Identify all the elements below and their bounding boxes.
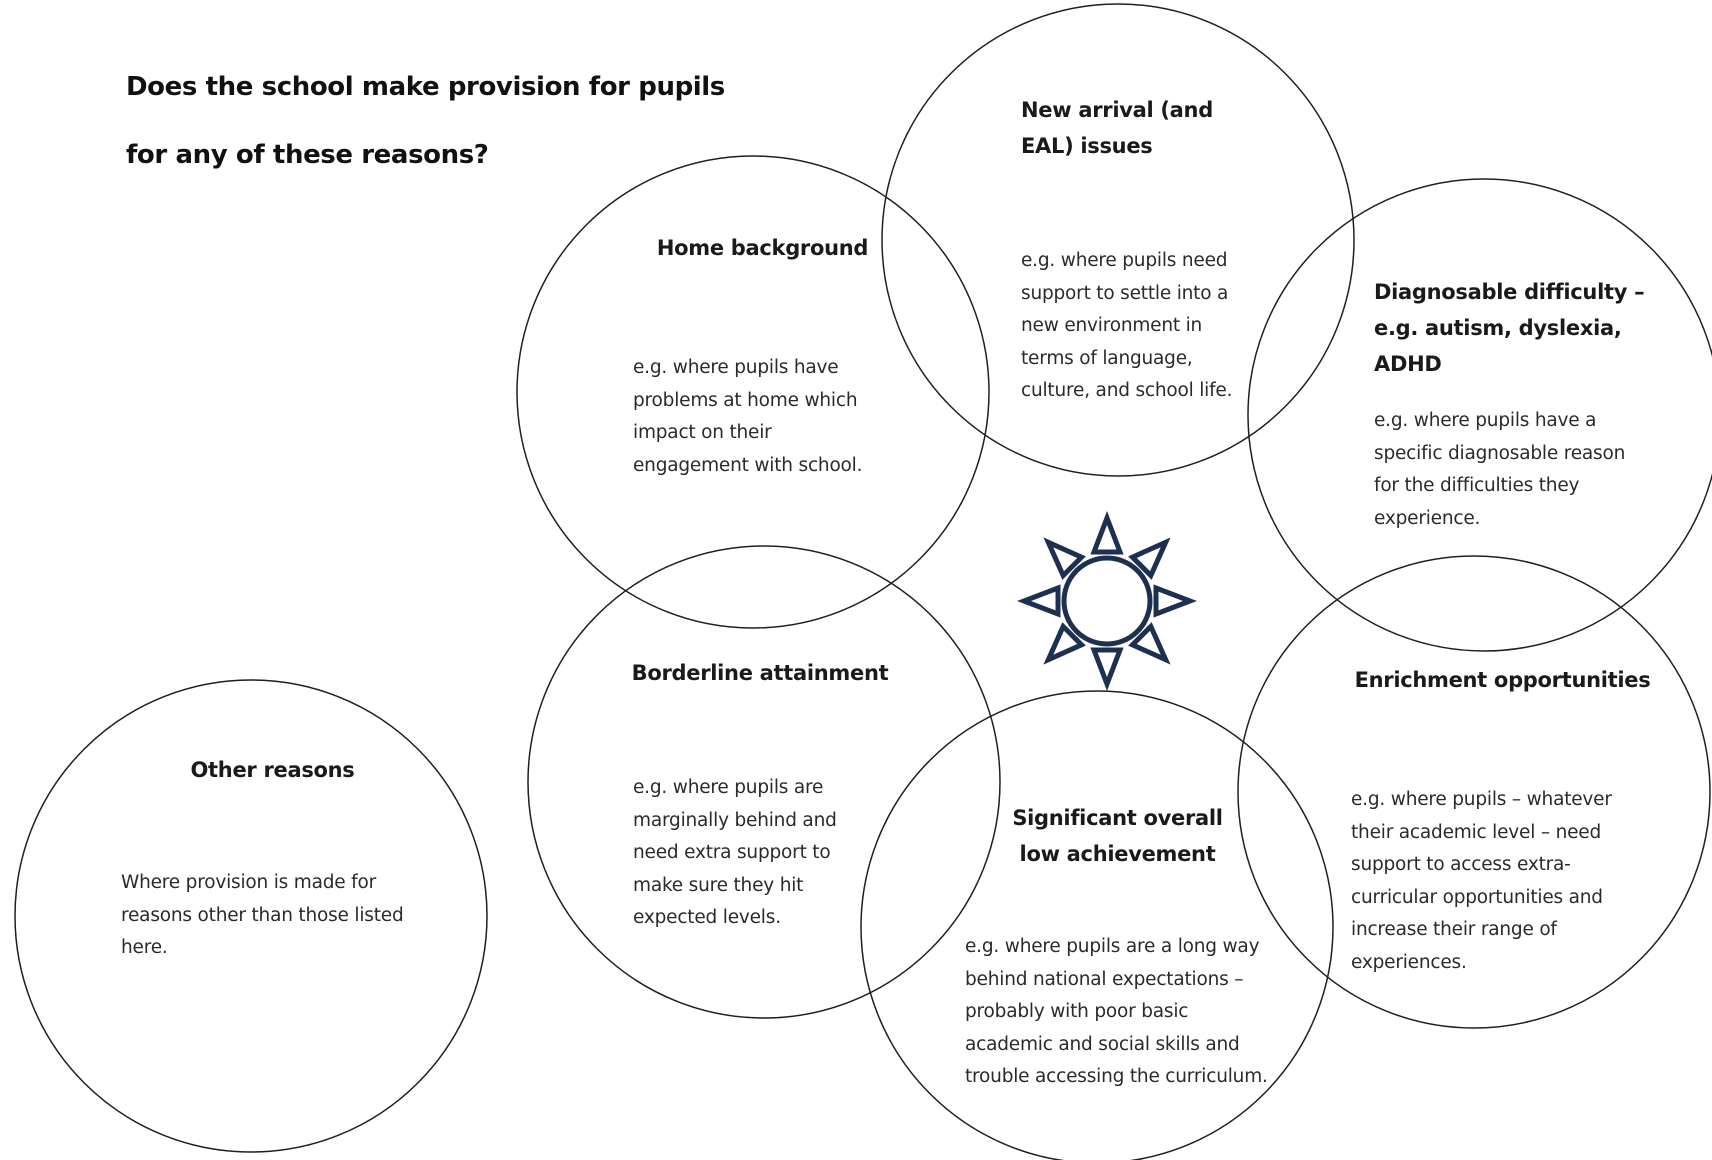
circle-other-reasons [14,679,488,1153]
other-reasons-description: Where provision is made for reasons othe… [121,872,404,958]
borderline-attainment-title: Borderline attainment [631,661,889,685]
diagnosable-difficulty-description: e.g. where pupils have a specific diagno… [1374,410,1626,529]
sun-icon [1016,510,1198,692]
low-achievement-description: e.g. where pupils are a long way behind … [965,936,1268,1087]
home-background-description: e.g. where pupils have problems at home … [633,357,863,476]
diagnosable-difficulty-title: Diagnosable difficulty – e.g. autism, dy… [1374,280,1645,376]
circle-borderline-attainment [527,545,1001,1019]
circle-enrichment-opportunities [1237,555,1711,1029]
home-background-title: Home background [656,236,869,260]
page-title-line-1: Does the school make provision for pupil… [126,72,725,102]
circle-new-arrival [881,3,1355,477]
circle-home-background [516,155,990,629]
low-achievement-title: Significant overall low achievement [1012,806,1223,866]
circle-diagnosable-difficulty [1247,178,1712,652]
new-arrival-description: e.g. where pupils need support to settle… [1021,250,1233,401]
enrichment-opportunities-description: e.g. where pupils – whatever their acade… [1351,789,1612,973]
borderline-attainment-description: e.g. where pupils are marginally behind … [633,777,837,928]
page-title-line-2: for any of these reasons? [126,140,489,170]
new-arrival-title: New arrival (and EAL) issues [1021,98,1213,158]
other-reasons-title: Other reasons [190,758,355,782]
circle-low-achievement [860,690,1334,1160]
enrichment-opportunities-title: Enrichment opportunities [1354,668,1651,692]
